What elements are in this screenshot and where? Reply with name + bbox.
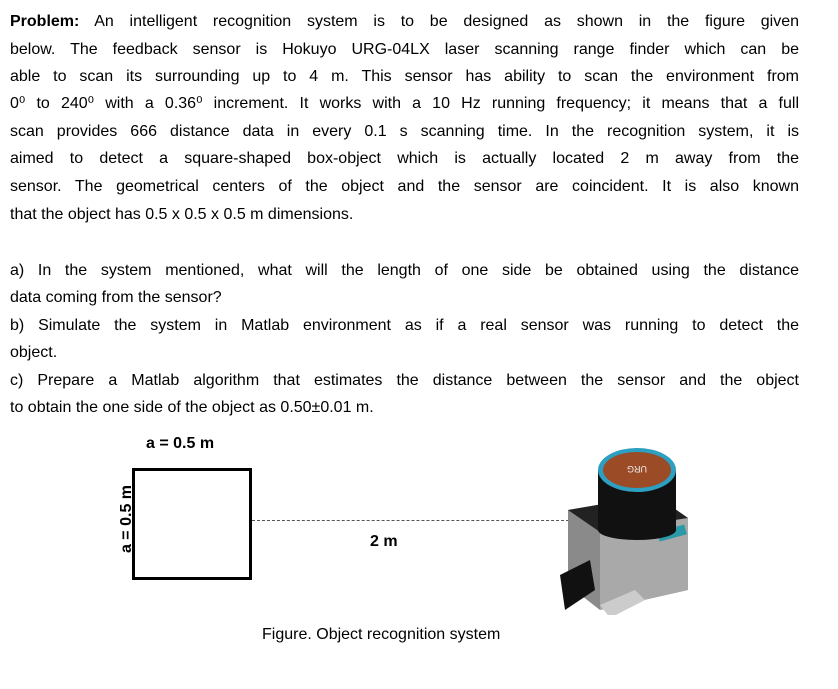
distance-dashed-line (252, 520, 574, 521)
figure-caption: Figure. Object recognition system (262, 626, 501, 643)
problem-line: that the object has 0.5 x 0.5 x 0.5 m di… (10, 206, 354, 223)
problem-line: scan provides 666 distance data in every… (10, 123, 799, 140)
hokuyo-sensor-image: URG (560, 448, 688, 615)
problem-line: sensor. The geometrical centers of the o… (10, 178, 799, 195)
side-length-label: a = 0.5 m (118, 484, 135, 554)
question-c-cont: to obtain the one side of the object as … (10, 399, 374, 416)
problem-label: Problem: (10, 13, 80, 30)
problem-line: Problem: An intelligent recognition syst… (10, 13, 799, 30)
square-object (132, 468, 252, 580)
problem-line: 0⁰ to 240⁰ with a 0.36⁰ increment. It wo… (10, 95, 799, 112)
question-c: c) Prepare a Matlab algorithm that estim… (10, 372, 799, 389)
question-b-cont: object. (10, 344, 58, 361)
question-b: b) Simulate the system in Matlab environ… (10, 317, 799, 334)
question-a-cont: data coming from the sensor? (10, 289, 222, 306)
question-a: a) In the system mentioned, what will th… (10, 262, 799, 279)
problem-line: aimed to detect a square-shaped box-obje… (10, 150, 799, 167)
problem-line: below. The feedback sensor is Hokuyo URG… (10, 41, 799, 58)
distance-label: 2 m (370, 533, 398, 550)
svg-text:URG: URG (627, 464, 647, 474)
problem-line: able to scan its surrounding up to 4 m. … (10, 68, 799, 85)
top-side-label: a = 0.5 m (146, 435, 215, 452)
